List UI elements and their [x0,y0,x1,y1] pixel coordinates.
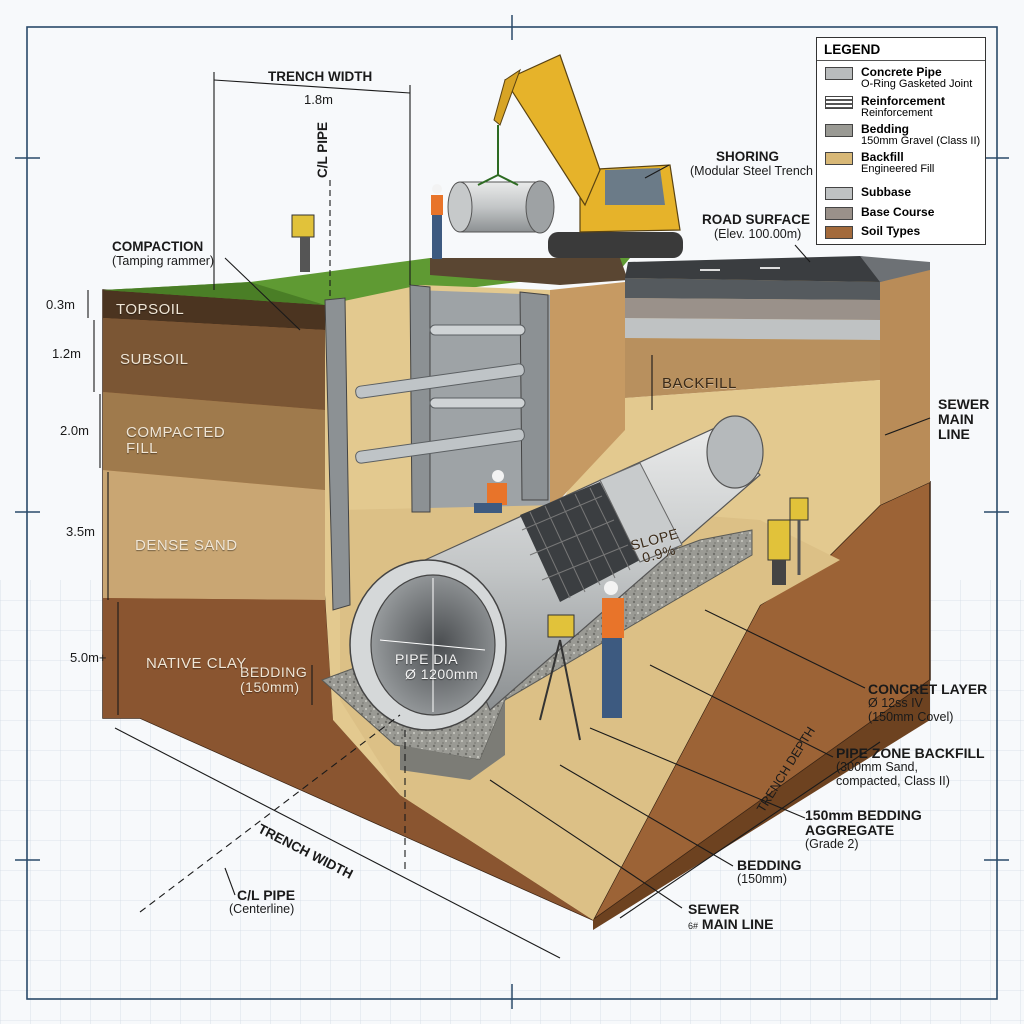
bedding-bottom-title: BEDDING [737,857,802,873]
legend-swatch [825,124,853,137]
concret-layer-sub1: Ø 12ss IV [868,696,923,711]
legend-swatch [825,187,853,200]
concret-layer-title: CONCRET LAYER [868,681,988,697]
pipe-dia-label: PIPE DIA Ø 1200mm [395,652,478,681]
bedding-bottom-label: BEDDING (150mm) [737,857,802,887]
trench-width-title: TRENCH WIDTH [268,69,373,84]
bedding-left-sub: (150mm) [240,678,300,695]
cl-pipe-bottom-sub: (Centerline) [229,902,295,917]
legend-label: Base Course [861,205,935,219]
legend-swatch [825,152,853,165]
layer-subsoil: SUBSOIL [120,351,189,368]
sewer-bottom-title1: SEWER [688,901,740,917]
legend-item-subbase: Subbase [825,186,911,200]
depth-compacted-fill: 2.0m [60,423,89,438]
layer-dense-sand: DENSE SAND [135,537,238,554]
shoring-label: SHORING (Modular Steel Trench [690,149,813,178]
bedding-aggregate-sub: (Grade 2) [805,837,859,852]
legend-label: Backfill [861,150,904,164]
pipe-dia-line1: PIPE DIA [395,651,459,667]
depth-topsoil: 0.3m [46,297,75,312]
depth-native-clay: 5.0m+ [70,650,107,665]
legend-swatch [825,67,853,80]
legend-label: Concrete Pipe [861,65,942,79]
compaction-title: COMPACTION [112,239,204,254]
sewer-right-line3: LINE [938,426,970,443]
pipe-zone-title: PIPE ZONE BACKFILL [836,745,985,761]
legend-item-base-course: Base Course [825,206,934,220]
bedding-aggregate-title1: 150mm BEDDING [805,807,922,823]
backfill-zone-label: BACKFILL [662,375,737,392]
bedding-aggregate-title2: AGGREGATE [805,822,895,839]
concret-layer-sub2: (150mm Covel) [868,709,954,724]
legend-swatch [825,226,853,239]
depth-subsoil: 1.2m [52,346,81,361]
sewer-bottom-title2: MAIN LINE [701,916,774,933]
bedding-left-title: BEDDING [240,664,308,680]
bedding-aggregate-label: 150mm BEDDING AGGREGATE (Grade 2) [805,807,922,852]
concrete-pipe [349,415,764,731]
pipe-zone-backfill-label: PIPE ZONE BACKFILL (300mm Sand, compacte… [836,745,985,788]
pipe-zone-sub1: (300mm Sand, [836,760,918,775]
compaction-label: COMPACTION (Tamping rammer) [112,239,215,268]
legend-label: Soil Types [861,224,921,238]
legend-label: Reinforcement [861,94,946,108]
trench-width-top-label: TRENCH WIDTH [268,69,373,85]
sewer-bottom-title2-row: 6# MAIN LINE [688,917,773,932]
bedding-bottom-sub: (150mm) [737,872,788,887]
legend-swatch [825,207,853,220]
road-surface-title: ROAD SURFACE [702,212,811,227]
pipe-dia-line2: Ø 1200mm [405,665,479,682]
shoring-sub: (Modular Steel Trench [690,163,813,178]
sewer-right-line1: SEWER [938,396,990,412]
cl-pipe-bottom-label: C/L PIPE (Centerline) [229,887,296,917]
layer-topsoil: TOPSOIL [116,301,185,318]
legend-label: Bedding [861,122,909,136]
legend-sub: Engineered Fill [861,162,935,175]
layer-compacted-fill: COMPACTED FILL [126,424,226,457]
sewer-bottom-mark: 6# [688,921,699,932]
worker-figures [291,184,809,741]
road-surface-label: ROAD SURFACE (Elev. 100.00m) [702,212,811,241]
legend-swatch [825,96,853,109]
depth-dense-sand: 3.5m [66,524,95,539]
layer-native-clay: NATIVE CLAY [146,655,247,672]
compaction-sub: (Tamping rammer) [112,253,215,268]
lifted-pipe [447,174,555,234]
legend-sub: O-Ring Gasketed Joint [861,77,973,90]
trench-width-value: 1.8m [304,92,333,107]
legend-item-soil-types: Soil Types [825,225,920,239]
concret-layer-label: CONCRET LAYER Ø 12ss IV (150mm Covel) [868,681,988,724]
cl-pipe-vertical-text: C/L PIPE [315,121,330,178]
shoring-title: SHORING [716,149,780,164]
road-surface-sub: (Elev. 100.00m) [714,226,802,241]
legend-title: LEGEND [817,38,985,61]
excavator [493,54,683,258]
sewer-right-line2: MAIN [938,411,974,428]
sewer-main-line-bottom-label: SEWER 6# MAIN LINE [688,901,773,932]
legend-sub: Reinforcement [861,106,933,119]
legend-label: Subbase [861,185,912,199]
cl-pipe-bottom-title: C/L PIPE [237,887,296,903]
pipe-zone-sub2: compacted, Class II) [836,773,950,788]
legend-sub: 150mm Gravel (Class II) [861,134,981,147]
bedding-left-label: BEDDING (150mm) [240,665,307,694]
sewer-main-line-right-label: SEWER MAIN LINE [938,396,990,443]
cl-pipe-vertical-label: C/L PIPE [315,121,331,178]
